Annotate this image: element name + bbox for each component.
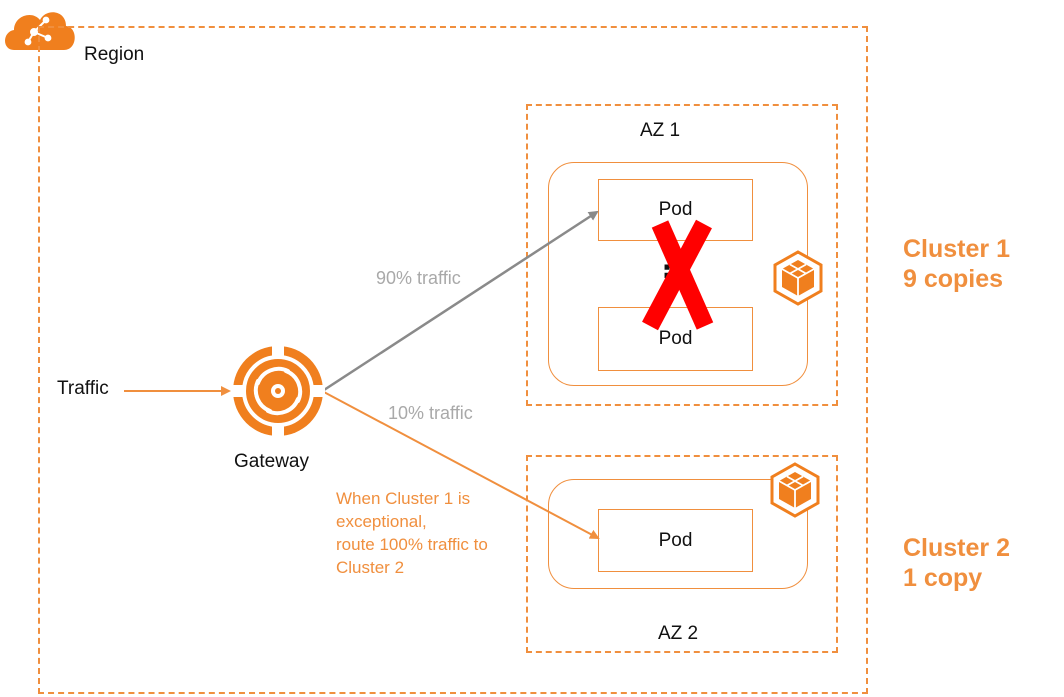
route-arrow-cluster1 [323,210,599,392]
cluster1-title: Cluster 1 9 copies [903,234,1010,294]
gateway-label: Gateway [234,451,309,472]
note-line: route 100% traffic to [336,535,488,554]
az2-box [526,455,838,653]
az1-label: AZ 1 [640,120,681,141]
cluster2-box [548,479,808,589]
cluster1-name: Cluster 1 [903,235,1010,263]
pod-label: Pod [658,199,693,220]
cluster2-pod[interactable]: Pod [598,509,753,572]
route-label-cluster1: 90% traffic [376,268,461,288]
az2-label: AZ 2 [658,623,699,644]
note-line: Cluster 2 [336,558,405,577]
failover-note: When Cluster 1 is exceptional, route 100… [336,487,536,579]
route-arrow-cluster2 [321,390,600,539]
route-label-cluster2: 10% traffic [388,403,473,423]
cluster1-pod-bottom[interactable]: Pod [598,307,753,371]
cluster1-copies: 9 copies [903,265,1004,293]
pod-label: Pod [658,529,693,551]
az1-box [526,104,838,406]
cluster2-name: Cluster 2 [903,534,1010,562]
failure-x-icon [642,219,714,331]
cluster2-title: Cluster 2 1 copy [903,533,1010,593]
cluster-cube-icon [770,462,820,518]
cluster-cube-icon [773,250,823,306]
traffic-label: Traffic [57,378,109,399]
pod-label: Pod [658,328,693,349]
note-line: exceptional, [336,512,427,531]
gateway-icon [231,344,325,438]
region-label: Region [84,44,145,65]
cluster2-copies: 1 copy [903,564,983,592]
note-line: When Cluster 1 is [336,489,471,508]
region-box [38,26,868,694]
